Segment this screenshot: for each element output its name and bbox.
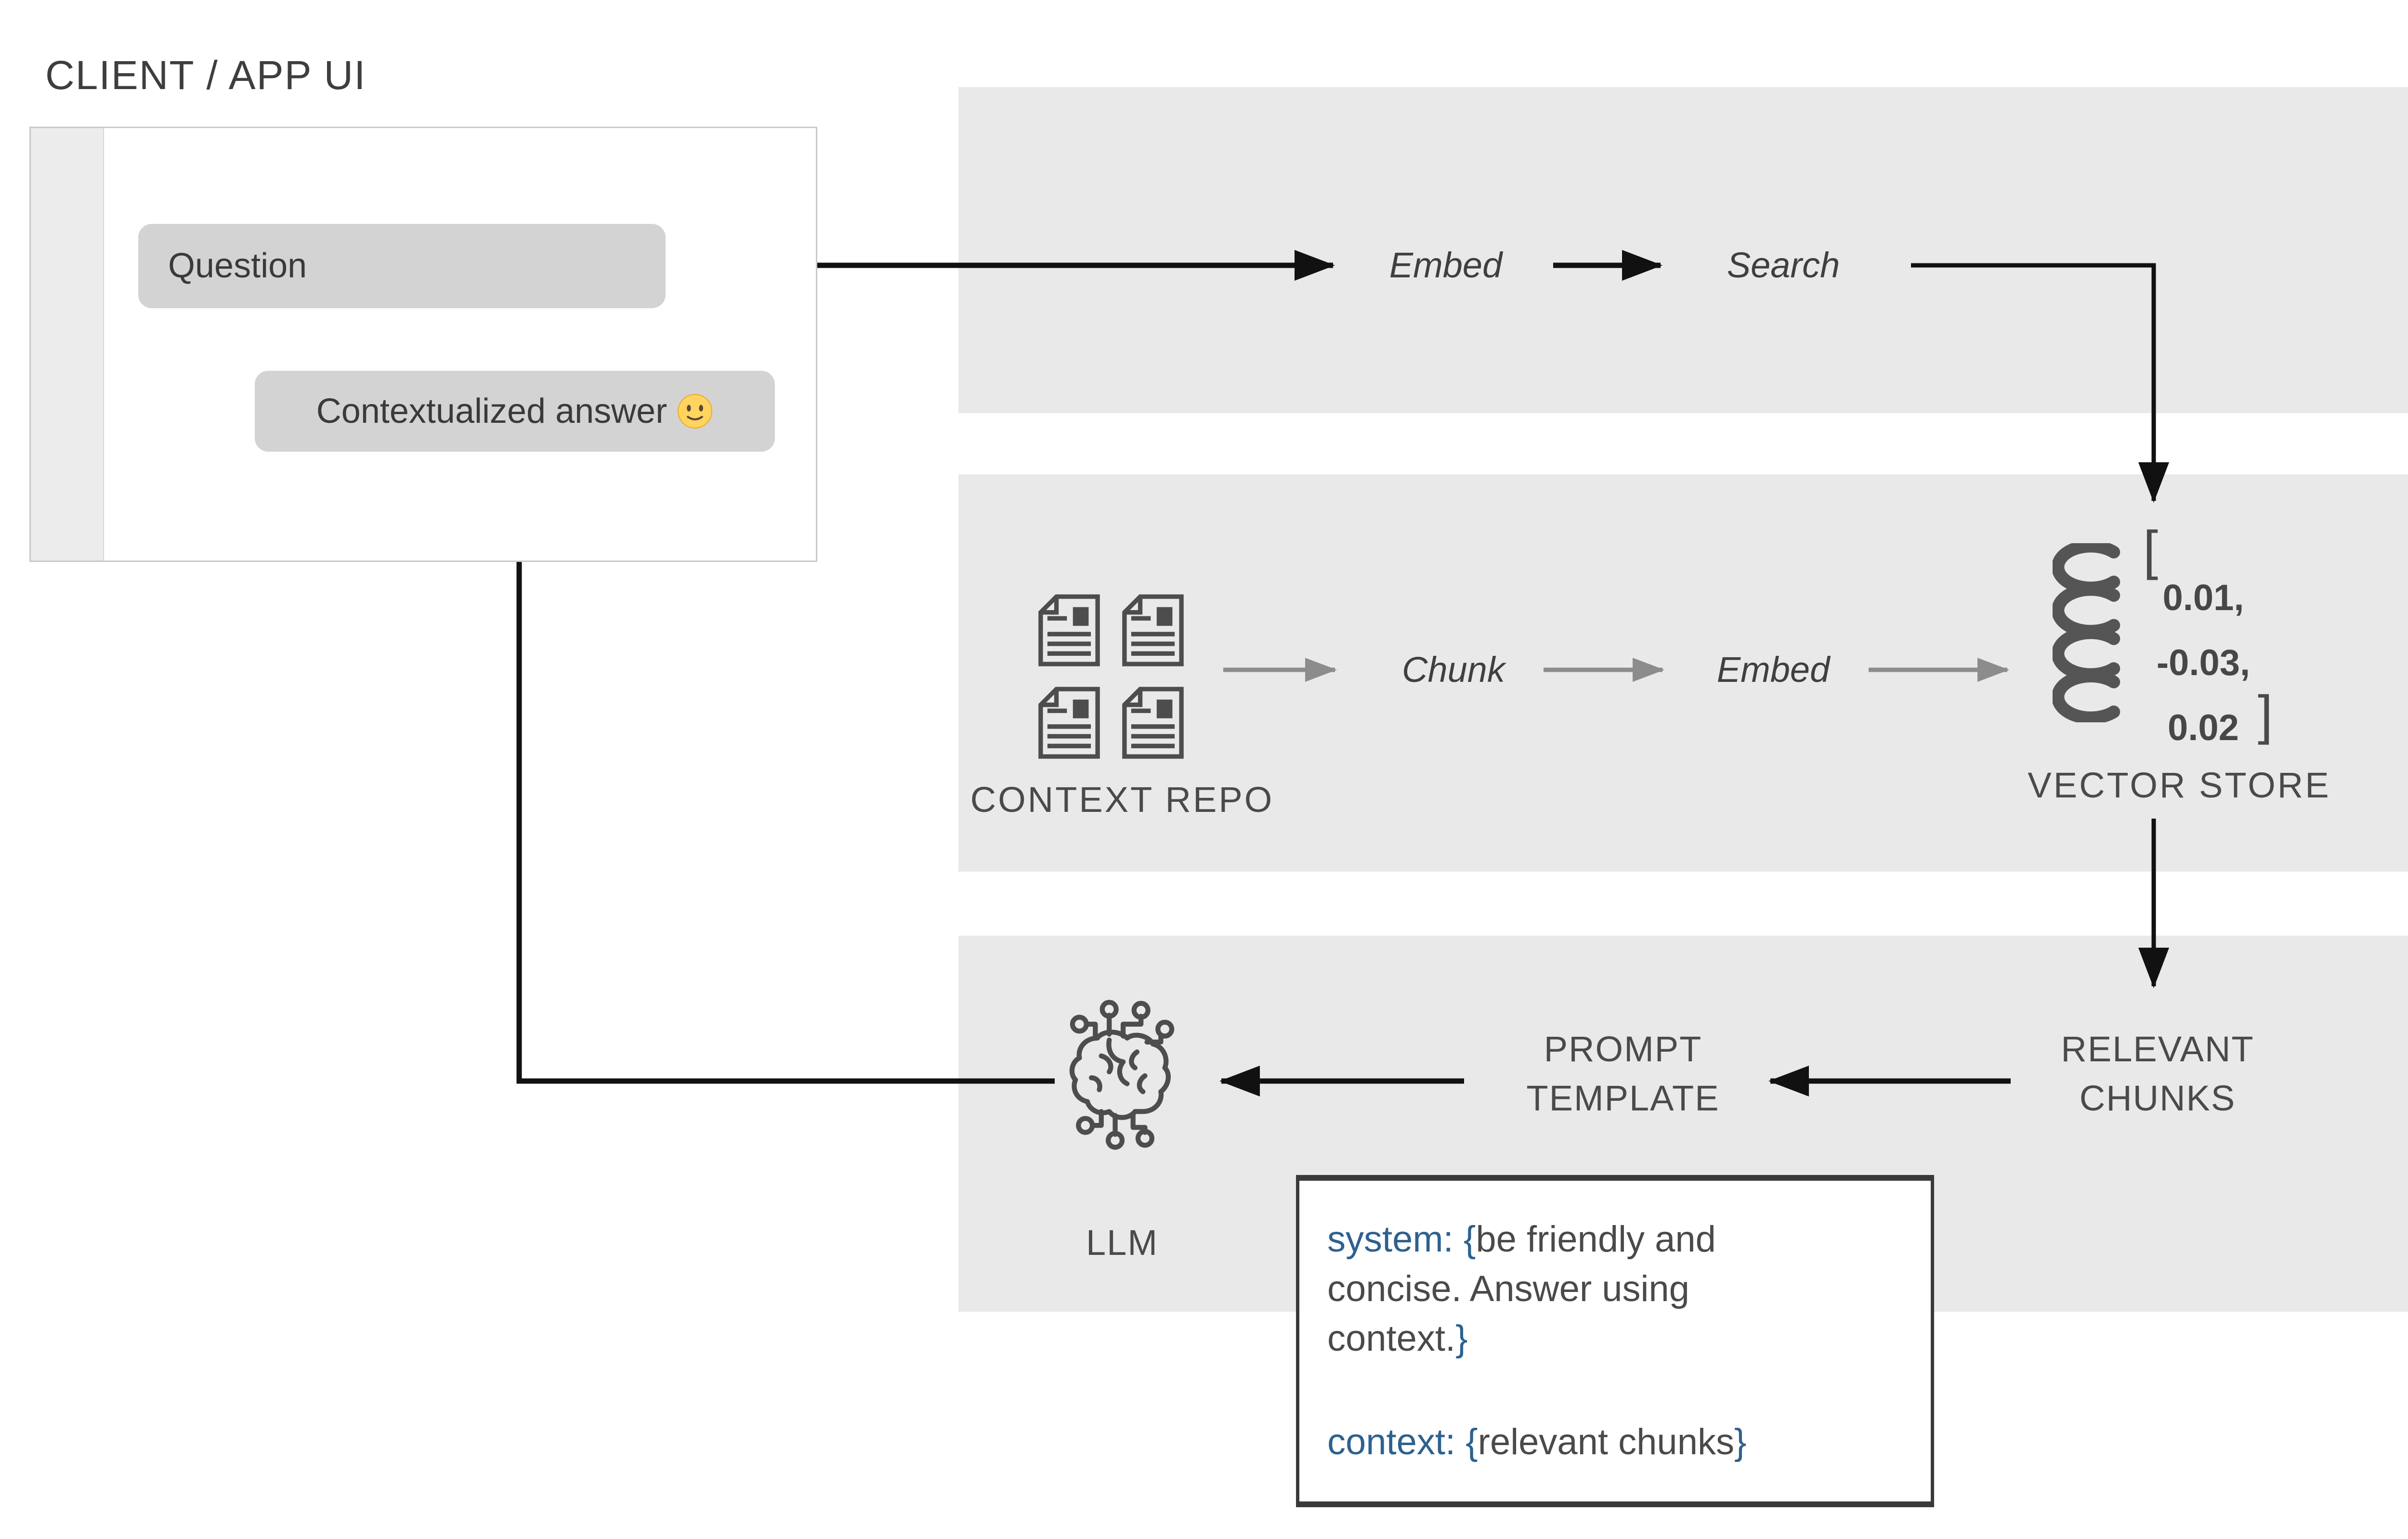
contextualized-answer-bubble: Contextualized answer — [255, 371, 775, 452]
prompt-template-line2: TEMPLATE — [1526, 1078, 1720, 1118]
client-app-window: Question Contextualized answer — [29, 127, 817, 562]
prompt-template-box: system: {be friendly and concise. Answer… — [1296, 1175, 1934, 1507]
prompt-line-system: system: {be friendly and — [1327, 1219, 1716, 1260]
document-icon — [1038, 687, 1100, 759]
vector-value-1: 0.01, — [2162, 577, 2244, 618]
prompt-line-2: concise. Answer using — [1327, 1268, 1689, 1309]
vector-value-2: -0.03, — [2156, 642, 2251, 683]
document-icon — [1038, 594, 1100, 666]
arrow-llm-to-answer — [504, 456, 1055, 1084]
window-sidebar — [31, 128, 104, 561]
prompt-line-gap — [1327, 1363, 1911, 1417]
brain-circuit-icon — [1069, 1000, 1175, 1150]
smiley-icon — [678, 394, 713, 429]
context-repo-label: CONTEXT REPO — [970, 780, 1274, 820]
prompt-template-line1: PROMPT — [1544, 1029, 1702, 1069]
vector-close-bracket: ] — [2258, 685, 2273, 745]
prompt-template-label: PROMPT TEMPLATE — [1474, 1025, 1772, 1123]
embed-step-label-2: Embed — [1716, 650, 1830, 690]
question-label: Question — [168, 247, 307, 285]
client-app-ui-title: CLIENT / APP UI — [45, 52, 366, 98]
chunk-step-label: Chunk — [1402, 650, 1505, 690]
question-bubble[interactable]: Question — [138, 224, 666, 308]
arrow-search-to-vector-store — [1911, 263, 2169, 503]
document-icon — [1122, 594, 1184, 666]
answer-label: Contextualized answer — [316, 392, 667, 430]
search-step-label: Search — [1727, 245, 1840, 285]
prompt-line-context: context: {relevant chunks} — [1327, 1422, 1747, 1462]
augment-band — [958, 474, 2408, 872]
embed-step-label: Embed — [1389, 245, 1503, 285]
relevant-chunks-label: RELEVANT CHUNKS — [2008, 1025, 2307, 1123]
database-icon — [2053, 543, 2120, 722]
vector-store-label: VECTOR STORE — [2028, 765, 2331, 805]
vector-open-bracket: [ — [2143, 520, 2159, 580]
relevant-chunks-line1: RELEVANT — [2061, 1029, 2254, 1069]
relevant-chunks-line2: CHUNKS — [2079, 1078, 2236, 1118]
retrieve-band — [958, 87, 2408, 413]
llm-label: LLM — [1086, 1223, 1158, 1263]
context-repo-docs — [1035, 590, 1187, 763]
prompt-line-3: context.} — [1327, 1318, 1468, 1359]
vector-value-3: 0.02 — [2168, 707, 2239, 748]
document-icon — [1122, 687, 1184, 759]
